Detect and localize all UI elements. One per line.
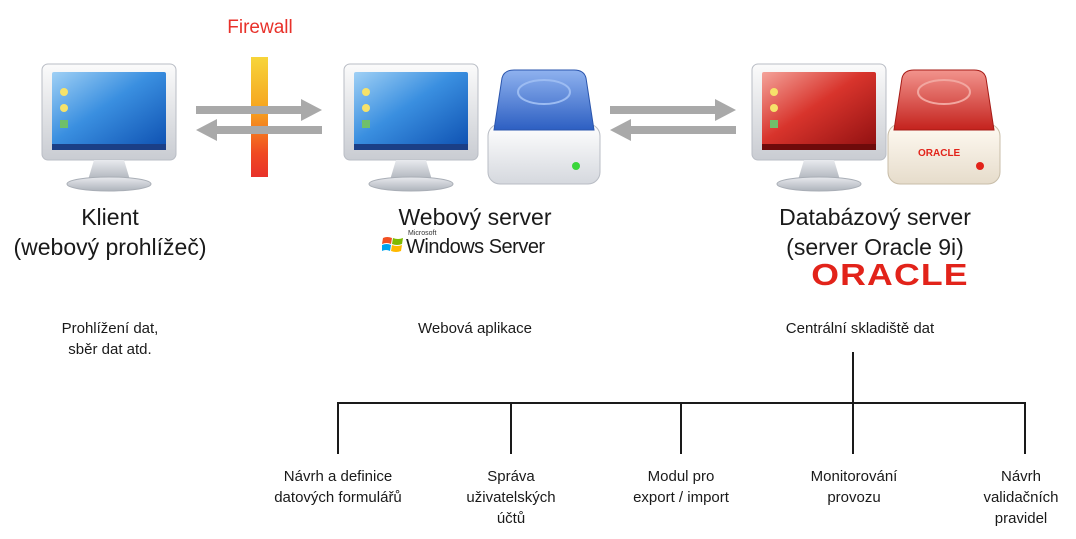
module-label-line: export / import [633,489,729,506]
arrows-web-db [610,99,736,141]
module-monitoring: Monitorování provozu [784,466,924,508]
firewall-bar [251,57,268,177]
client-description: Prohlížení dat, sběr dat atd. [20,318,200,360]
arrow-right-icon [610,99,736,121]
module-label-line: účtů [496,510,526,527]
db-title-line1: Databázový server [779,204,971,230]
db-server-monitor-icon [751,63,887,192]
windows-flag-icon [382,237,403,252]
firewall-label: Firewall [227,17,293,38]
module-label-line: uživatelských [466,489,556,506]
module-export-import: Modul pro export / import [616,466,746,508]
windows-logo-brand: Microsoft [408,230,437,237]
web-server-title: Webový server [398,204,552,230]
client-title: Klient (webový prohlížeč) [0,202,220,262]
arrow-left-icon [196,119,322,141]
windows-server-logo: Microsoft Windows Server [382,230,562,264]
arrow-right-icon [196,99,322,121]
db-server-title: Databázový server (server Oracle 9i) [740,202,1010,262]
tree-branch-line [1024,402,1026,454]
web-server-monitor-icon [343,63,479,192]
arrow-left-icon [610,119,736,141]
db-server-description: Centrální skladiště dat [785,320,935,337]
windows-logo-product: Windows Server [406,236,545,258]
client-desc-line1: Prohlížení dat, [61,320,159,337]
tree-branch-line [337,402,339,454]
oracle-logo: ORACLE [811,257,969,292]
client-monitor-icon [41,63,177,192]
client-desc-line2: sběr dat atd. [68,341,152,358]
arrows-client-web [196,99,322,141]
module-label-line: Monitorování [810,468,898,485]
module-label-line: Správa [487,468,535,485]
module-label-line: datových formulářů [274,489,402,506]
tree-branch-line [510,402,512,454]
hard-drive-icon [487,69,601,185]
tree-branch-line [852,402,854,454]
client-title-line1: Klient [81,204,139,230]
web-server-description: Webová aplikace [418,320,532,337]
module-form-design: Návrh a definice datových formulářů [258,466,418,508]
module-label-line: Návrh a definice [283,468,393,485]
module-label-line: Návrh [1000,468,1041,485]
client-title-line2: (webový prohlížeč) [13,234,207,260]
module-label-line: validačních [983,489,1059,506]
tree-branch-line [680,402,682,454]
module-label-line: provozu [827,489,881,506]
module-label-line: Modul pro [647,468,715,485]
module-validation-rules: Návrh validačních pravidel [966,466,1076,529]
oracle-hard-drive-icon: ORACLE [887,69,1001,185]
module-user-accounts: Správa uživatelských účtů [446,466,576,529]
module-label-line: pravidel [994,510,1048,527]
tree-trunk-line [852,352,854,404]
oracle-drive-label: ORACLE [918,148,961,159]
db-title-line2: (server Oracle 9i) [786,234,964,260]
